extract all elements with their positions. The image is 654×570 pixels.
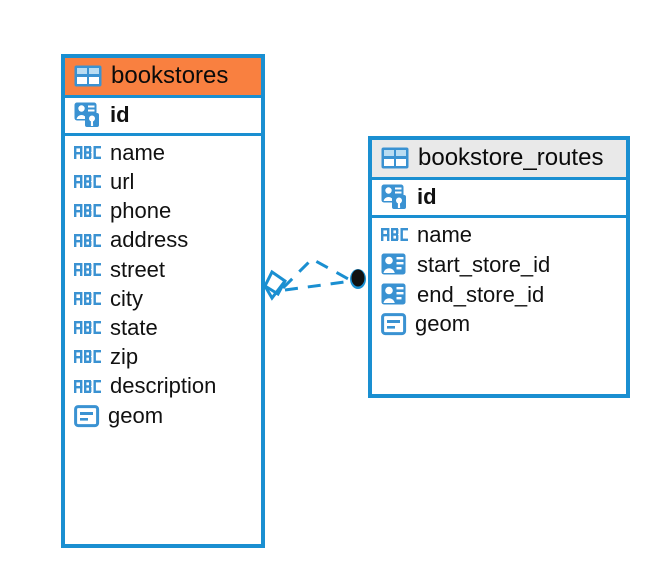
field-row-phone[interactable]: phone [65,197,261,226]
abc-text-icon [74,290,102,308]
field-row-id[interactable]: id [372,180,626,215]
geometry-icon [74,404,100,428]
field-label: geom [108,402,164,428]
field-label: url [110,169,135,195]
entity-bookstore-routes[interactable]: bookstore_routes [368,136,630,398]
primary-key-icon [381,184,409,210]
field-row-geom[interactable]: geom [65,402,261,431]
field-label: id [110,101,130,127]
entity-bookstores[interactable]: bookstores [61,54,265,548]
field-row-url[interactable]: url [65,168,261,197]
field-row-city[interactable]: city [65,285,261,314]
entity-title: bookstore_routes [418,144,604,171]
fields-section-bookstore-routes: name start_store_id [372,218,626,343]
abc-text-icon [74,378,102,396]
fields-section-bookstores: name [65,136,261,435]
entity-header-bookstore-routes[interactable]: bookstore_routes [372,140,626,177]
primary-key-icon [74,102,102,128]
field-row-address[interactable]: address [65,226,261,255]
primary-key-section-bookstores: id [65,94,261,136]
abc-text-icon [74,348,102,366]
field-row-name[interactable]: name [372,221,626,250]
field-label: id [417,183,437,209]
field-label: name [110,139,166,165]
geometry-icon [381,312,407,336]
entity-header-bookstores[interactable]: bookstores [65,58,261,95]
foreign-key-icon [381,282,409,307]
table-icon [74,65,102,87]
abc-text-icon [74,144,102,162]
primary-key-section-bookstore-routes: id [372,176,626,218]
field-row-name[interactable]: name [65,139,261,168]
table-icon [381,147,409,169]
field-label: zip [110,344,139,370]
field-label: phone [110,198,172,224]
field-row-end-store-id[interactable]: end_store_id [372,280,626,310]
abc-text-icon [74,319,102,337]
field-label: address [110,227,189,253]
foreign-key-icon [381,252,409,277]
field-label: geom [415,311,471,337]
filled-circle-marker [350,269,366,289]
crows-foot-diamond-marker [263,269,287,301]
abc-text-icon [381,226,409,244]
field-row-start-store-id[interactable]: start_store_id [372,250,626,280]
field-label: start_store_id [417,251,551,277]
field-label: end_store_id [417,281,545,307]
field-label: state [110,315,158,341]
relationship-line-upper [281,257,353,290]
field-row-state[interactable]: state [65,314,261,343]
field-label: description [110,373,217,399]
abc-text-icon [74,173,102,191]
field-row-street[interactable]: street [65,256,261,285]
abc-text-icon [74,202,102,220]
field-row-id[interactable]: id [65,98,261,133]
relationship-line-lower [284,279,353,292]
abc-text-icon [74,232,102,250]
field-row-description[interactable]: description [65,372,261,401]
field-row-geom[interactable]: geom [372,310,626,339]
field-row-zip[interactable]: zip [65,343,261,372]
abc-text-icon [74,261,102,279]
entity-title: bookstores [111,62,229,89]
field-label: city [110,285,143,311]
field-label: street [110,256,166,282]
field-label: name [417,221,473,247]
